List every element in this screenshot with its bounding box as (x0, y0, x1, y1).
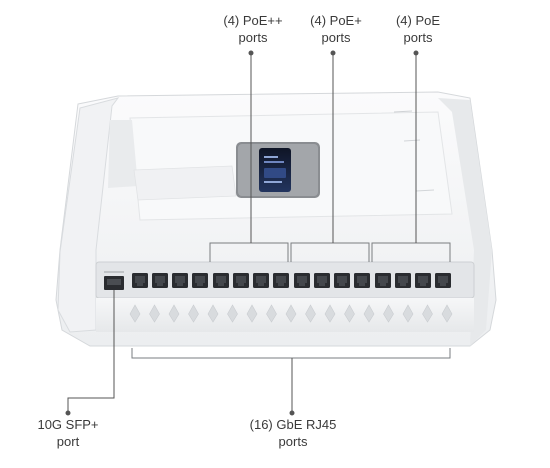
gland-tooth (441, 304, 453, 323)
callout-rj45-line1: (16) GbE RJ45 (249, 417, 337, 432)
callout-poe: (4) PoE ports (386, 12, 450, 46)
callout-poe-line1: (4) PoE (395, 13, 441, 28)
gland-tooth (168, 304, 180, 323)
gland-tooth (285, 304, 297, 323)
rj45-port (152, 273, 168, 288)
marking-1 (393, 110, 413, 113)
rj45-port (314, 273, 330, 288)
rj45-port (375, 273, 391, 288)
marking-2 (403, 139, 421, 142)
callout-poe-line2: ports (403, 30, 433, 45)
callout-rj45-line2: ports (278, 434, 308, 449)
bracket-poe-plus-plus (209, 242, 289, 262)
gland-tooth (324, 304, 336, 323)
callout-poe-plus-plus-line1: (4) PoE++ (223, 13, 283, 28)
leader-dot-poe-plus-plus (248, 50, 254, 56)
callout-sfp-line1: 10G SFP+ (37, 417, 99, 432)
bracket-rj45 (131, 348, 451, 359)
gland-tooth (344, 304, 355, 323)
rj45-port (253, 273, 269, 288)
leader-dot-sfp (65, 410, 71, 416)
rj45-port (213, 273, 229, 288)
rj45-port (395, 273, 411, 288)
gland-tooth (227, 304, 238, 323)
leader-dot-poe-plus (330, 50, 336, 56)
rj45-port (354, 273, 370, 288)
callout-sfp-line2: port (56, 434, 80, 449)
gland-tooth (422, 304, 433, 323)
marking-3 (415, 189, 435, 192)
callout-poe-plus-line1: (4) PoE+ (310, 13, 362, 28)
gland-tooth (246, 304, 258, 323)
callout-sfp: 10G SFP+ port (28, 416, 108, 450)
gland-tooth (266, 304, 277, 323)
rj45-ports (132, 273, 451, 288)
gland-tooth (305, 304, 316, 323)
rj45-port (294, 273, 310, 288)
bracket-poe-plus (290, 242, 370, 262)
bracket-poe (371, 242, 451, 262)
display-module (236, 142, 320, 198)
gland-tooth (207, 304, 219, 323)
leader-dot-rj45 (289, 410, 295, 416)
callout-poe-plus-plus: (4) PoE++ ports (221, 12, 285, 46)
leader-dot-poe (413, 50, 419, 56)
rj45-port (192, 273, 208, 288)
rj45-port (334, 273, 350, 288)
gland-tooth (188, 304, 199, 323)
gland-tooth (363, 304, 375, 323)
rj45-port (273, 273, 289, 288)
leader-sfp (67, 290, 115, 414)
rj45-port (435, 273, 451, 288)
rj45-port (172, 273, 188, 288)
gland-tooth (402, 304, 414, 323)
callout-poe-plus-plus-line2: ports (238, 30, 268, 45)
gland-tooth (129, 304, 141, 323)
callout-poe-plus-line2: ports (321, 30, 351, 45)
cable-gland-row (129, 304, 453, 323)
gland-tooth (383, 304, 394, 323)
rj45-port (132, 273, 148, 288)
rj45-port (415, 273, 431, 288)
leader-lines (65, 50, 419, 416)
callout-poe-plus: (4) PoE+ ports (304, 12, 368, 46)
rj45-port (233, 273, 249, 288)
callout-rj45: (16) GbE RJ45 ports (238, 416, 348, 450)
gland-tooth (149, 304, 160, 323)
front-panel (95, 242, 475, 359)
